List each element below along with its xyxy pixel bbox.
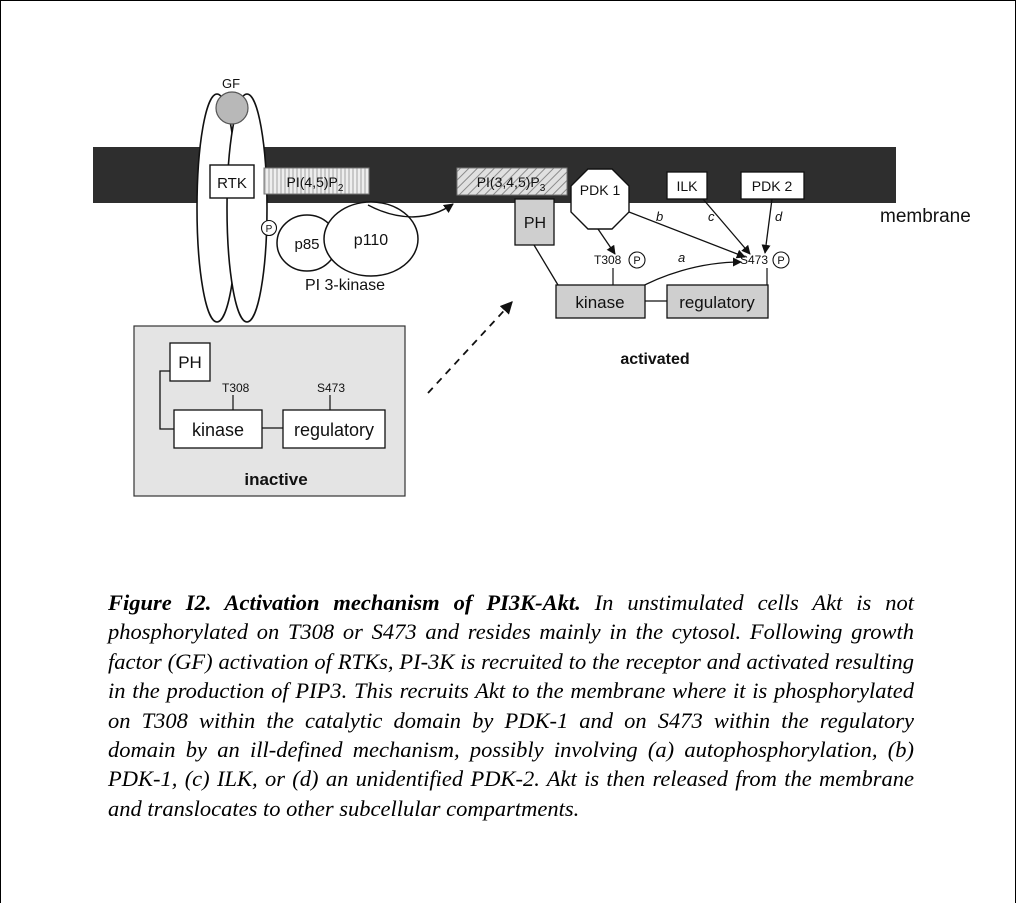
rtk-receptor: RTK xyxy=(196,93,268,323)
ph-domain-inactive xyxy=(169,342,211,382)
t308-label-active: T308 xyxy=(594,253,622,267)
kinase-label-inactive: kinase xyxy=(192,420,244,440)
translocation-arrow xyxy=(427,301,513,394)
p110-label: p110 xyxy=(354,232,389,249)
arrow-c-ilk-to-s473 xyxy=(702,198,751,255)
arrow-pdk1-to-t308 xyxy=(597,228,616,255)
ph-kinase-linker xyxy=(533,244,559,286)
growth-factor-ball xyxy=(215,91,249,125)
pip2-label: PI(4,5)P2 xyxy=(287,174,344,194)
rtk-phosphate-icon xyxy=(260,219,278,237)
pi3k-label: PI 3-kinase xyxy=(305,277,385,294)
rtk-label: RTK xyxy=(217,175,247,192)
pdk1-label: PDK 1 xyxy=(580,182,621,198)
letter-b: b xyxy=(656,209,663,224)
pip3-label: PI(3,4,5)P3 xyxy=(477,174,546,194)
figure-caption: Figure I2. Activation mechanism of PI3K-… xyxy=(108,588,914,823)
letter-a: a xyxy=(678,250,685,265)
pip3-box xyxy=(456,167,568,196)
kinase-domain-inactive xyxy=(173,409,263,449)
membrane-label: membrane xyxy=(880,206,971,227)
inactive-label: inactive xyxy=(244,470,307,489)
gf-label: GF xyxy=(222,76,240,91)
p110-subunit xyxy=(323,201,419,277)
regulatory-label-inactive: regulatory xyxy=(294,420,374,440)
akt-activation-diagram: membrane RTK GF P PI(4,5)P2 p85 p110 PI … xyxy=(93,76,971,497)
ilk-label: ILK xyxy=(676,178,698,194)
s473-phosphate-icon xyxy=(772,251,790,269)
kinase-domain-active xyxy=(555,284,646,319)
t308-phosphate-icon xyxy=(628,251,646,269)
ph-kinase-linker-inactive xyxy=(159,370,174,430)
t308-label-inactive: T308 xyxy=(222,381,250,395)
t308-phosphate-label: P xyxy=(633,255,640,267)
s473-label-active: S473 xyxy=(740,253,768,267)
regulatory-domain-active xyxy=(666,284,769,319)
rtk-box xyxy=(209,164,255,199)
caption-body: In unstimulated cells Akt is not phospho… xyxy=(108,590,914,821)
arrow-b-pdk1-to-s473 xyxy=(628,211,746,259)
p85-label: p85 xyxy=(294,236,319,253)
pip2-box xyxy=(263,167,370,195)
letter-c: c xyxy=(708,209,715,224)
letter-d: d xyxy=(775,209,783,224)
ph-domain-active xyxy=(514,198,555,246)
kinase-label-active: kinase xyxy=(575,293,624,312)
ilk-box xyxy=(666,171,708,200)
pdk2-label: PDK 2 xyxy=(752,178,793,194)
regulatory-label-active: regulatory xyxy=(679,293,755,312)
pdk1-octagon xyxy=(570,168,630,230)
pdk2-box xyxy=(740,171,805,200)
s473-phosphate-label: P xyxy=(777,255,784,267)
caption-lead: Figure I2. Activation mechanism of PI3K-… xyxy=(108,590,581,615)
inactive-akt-panel: PH T308 S473 kinase regulatory inactive xyxy=(133,325,406,497)
ph-label-active: PH xyxy=(524,215,546,232)
rtk-phosphate-label: P xyxy=(266,224,273,235)
ph-label-inactive: PH xyxy=(178,353,202,372)
activated-label: activated xyxy=(620,351,689,368)
regulatory-domain-inactive xyxy=(282,409,386,449)
pip2-to-pip3-arrow xyxy=(367,203,454,218)
s473-label-inactive: S473 xyxy=(317,381,345,395)
arrow-d-pdk2-to-s473 xyxy=(761,198,773,254)
